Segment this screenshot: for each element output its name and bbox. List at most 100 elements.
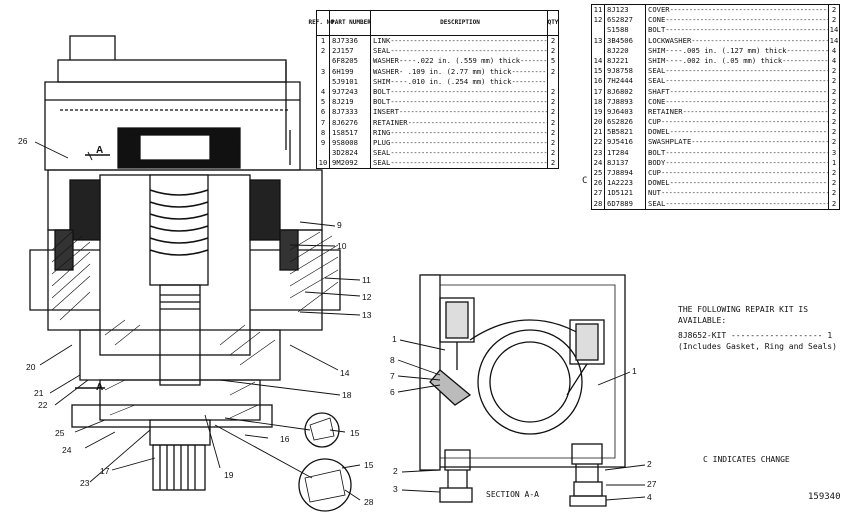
part-number: 3D2824 xyxy=(330,148,371,159)
figure-number: 159340 xyxy=(808,492,841,502)
quantity: 2 xyxy=(831,15,837,25)
table-row: 68J7333INSERT2 xyxy=(317,107,558,118)
description-text: WASHER----.022 in. (.559 mm) thick xyxy=(373,56,547,65)
repair-kit-name: 8J8652-KIT ------------------- 1 xyxy=(678,331,832,340)
callout-10: 10 xyxy=(337,241,347,251)
callout-14: 14 xyxy=(340,368,350,378)
table-row: S1588BOLT14 xyxy=(592,25,839,36)
description-text: LOCKWASHER xyxy=(648,36,828,45)
ref-number: 21 xyxy=(592,127,605,138)
description-text: RING xyxy=(373,128,547,137)
quantity: 2 xyxy=(550,137,556,147)
table-row: 261A2223DOWEL2 xyxy=(592,178,839,189)
quantity: 2 xyxy=(550,66,556,76)
description: LOCKWASHER xyxy=(646,35,829,46)
callout-sec-1-left: 1 xyxy=(392,334,397,344)
part-number: 8J219 xyxy=(330,97,371,108)
part-number: 5B5821 xyxy=(605,127,646,138)
ref-number xyxy=(317,56,330,67)
table-row: 206S2826CUP2 xyxy=(592,117,839,128)
part-number: 5J9101 xyxy=(330,76,371,87)
table-row: 167H2444SEAL2 xyxy=(592,76,839,87)
callout-sec-4: 4 xyxy=(647,492,652,502)
part-number: 1S8517 xyxy=(330,127,371,138)
part-number: 2J157 xyxy=(330,46,371,57)
ref-number: 19 xyxy=(592,106,605,118)
description: BOLT xyxy=(646,147,829,158)
quantity: 2 xyxy=(831,76,837,86)
ref-number: 16 xyxy=(592,76,605,87)
description-text: BOLT xyxy=(373,87,547,96)
description-text: COVER xyxy=(648,5,828,14)
part-number: 6S2827 xyxy=(605,15,646,26)
part-number: 1T284 xyxy=(605,147,646,158)
quantity: 3 xyxy=(831,147,837,157)
ref-number: 4 xyxy=(317,86,330,98)
header-qty: QTY xyxy=(547,19,559,26)
description: RETAINER xyxy=(371,117,548,128)
parts-table-2: 118J123COVER2126S2827CONE2S1588BOLT14133… xyxy=(591,4,840,210)
table-row: 22J157SEAL2 xyxy=(317,46,558,57)
part-number: 8J123 xyxy=(605,5,646,16)
description-text: DOWEL xyxy=(648,178,828,187)
part-number: 7H2444 xyxy=(605,76,646,87)
ref-number: 9 xyxy=(317,137,330,149)
callout-sec-2-right: 2 xyxy=(647,459,652,469)
description: SHAFT xyxy=(646,86,829,97)
part-number: 8J221 xyxy=(605,55,646,67)
ref-number xyxy=(317,148,330,159)
table-row: 187J8893CONE2 xyxy=(592,96,839,107)
description: BOLT xyxy=(371,97,548,108)
description-text: SHIM----.005 in. (.127 mm) thick xyxy=(648,46,828,55)
callout-26: 26 xyxy=(18,136,28,146)
description: PLUG xyxy=(371,137,548,149)
description: SHIM----.010 in. (.254 mm) thick xyxy=(371,76,548,87)
callout-9: 9 xyxy=(337,220,342,230)
quantity: 14 xyxy=(829,35,839,45)
table-row: 199J6403RETAINER2 xyxy=(592,106,839,118)
quantity: 1 xyxy=(831,157,837,167)
quantity: 2 xyxy=(831,127,837,137)
quantity: 4 xyxy=(831,45,837,55)
section-label: SECTION A-A xyxy=(486,490,539,499)
description: SEAL xyxy=(646,66,829,77)
table-row: 18J7336LINK2 xyxy=(317,36,558,47)
callout-sec-8: 8 xyxy=(390,355,395,365)
part-number: 8J7336 xyxy=(330,36,371,47)
ref-number: 14 xyxy=(592,55,605,67)
ref-number: 24 xyxy=(592,157,605,168)
ref-number: 3 xyxy=(317,66,330,77)
callout-19: 19 xyxy=(224,470,234,480)
part-number: 8J220 xyxy=(605,45,646,56)
ref-number: 18 xyxy=(592,96,605,107)
description-text: CONE xyxy=(648,97,828,106)
table-row: 133B4506LOCKWASHER14 xyxy=(592,35,839,46)
table-row: 229J5416SWASHPLATE2 xyxy=(592,137,839,148)
description: CONE xyxy=(646,96,829,107)
callout-16: 16 xyxy=(280,434,290,444)
callout-17: 17 xyxy=(100,466,110,476)
description: LINK xyxy=(371,36,548,47)
quantity: 2 xyxy=(831,5,837,14)
description: NUT xyxy=(646,188,829,199)
quantity: 2 xyxy=(831,168,837,177)
description: DOWEL xyxy=(646,178,829,189)
quantity: 2 xyxy=(831,117,837,127)
ref-number: 26 xyxy=(592,178,605,189)
description-text: RETAINER xyxy=(373,118,547,127)
parts-table-1-body: 18J7336LINK222J157SEAL26F8205WASHER----.… xyxy=(317,36,558,169)
part-number: 8J137 xyxy=(605,157,646,168)
part-number: 6H199 xyxy=(330,66,371,77)
quantity: 2 xyxy=(831,178,837,188)
table-row: 178J6802SHAFT2 xyxy=(592,86,839,97)
repair-kit-includes: (Includes Gasket, Ring and Seals) xyxy=(678,342,837,351)
ref-number: 6 xyxy=(317,107,330,118)
callout-a-top: A xyxy=(96,145,104,156)
part-number: 7J8894 xyxy=(605,168,646,179)
callout-18: 18 xyxy=(342,390,352,400)
quantity: 2 xyxy=(831,96,837,106)
description-text: PLUG xyxy=(373,138,547,147)
description: INSERT xyxy=(371,107,548,118)
description: BOLT xyxy=(646,25,829,36)
description-text: LINK xyxy=(373,36,547,45)
